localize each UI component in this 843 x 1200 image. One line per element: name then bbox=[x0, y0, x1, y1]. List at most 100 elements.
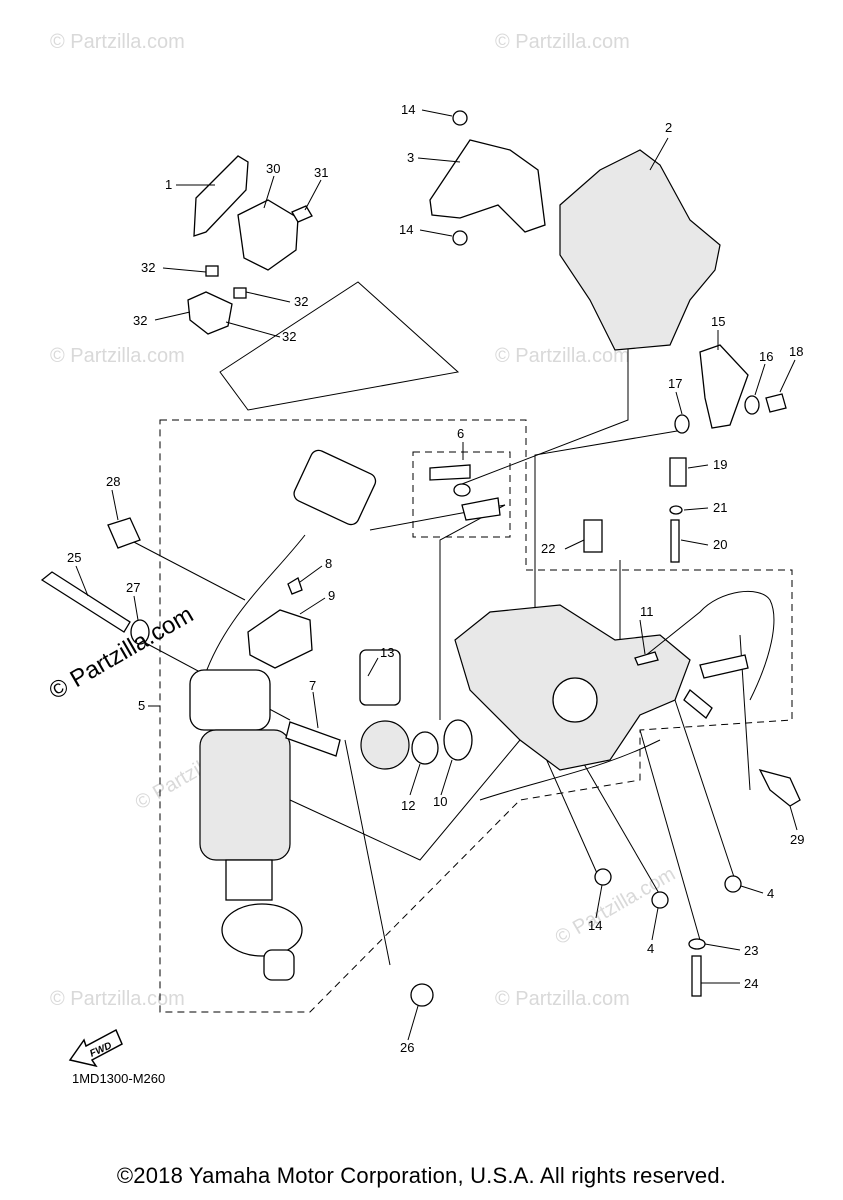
leader-line bbox=[409, 763, 421, 796]
bolt-part-20 bbox=[670, 519, 680, 563]
shock-lower-eye bbox=[263, 949, 295, 981]
fitting-part bbox=[699, 654, 749, 679]
callout-14: 14 bbox=[399, 222, 413, 237]
callout-4: 4 bbox=[647, 941, 654, 956]
fwd-arrow-icon: FWD bbox=[68, 1028, 123, 1068]
callout-26: 26 bbox=[400, 1040, 414, 1055]
diagram-code: 1MD1300-M260 bbox=[72, 1071, 166, 1086]
leader-line bbox=[245, 291, 291, 303]
motor-part-13 bbox=[359, 649, 401, 706]
callout-16: 16 bbox=[759, 349, 773, 364]
collar-part-22 bbox=[583, 519, 603, 553]
leader-line bbox=[440, 759, 453, 796]
callout-5: 5 bbox=[138, 698, 145, 713]
callout-3: 3 bbox=[407, 150, 414, 165]
callout-21: 21 bbox=[713, 500, 727, 515]
hose-line bbox=[479, 739, 661, 801]
seal-part-10 bbox=[443, 719, 473, 761]
callout-27: 27 bbox=[126, 580, 140, 595]
collar-part-19 bbox=[669, 457, 687, 487]
reference-line bbox=[344, 739, 391, 966]
bolt-part-31 bbox=[291, 205, 313, 223]
reservoir-part bbox=[293, 449, 377, 526]
watermark-text: © Partzilla.com bbox=[495, 345, 630, 367]
bolt-part-25 bbox=[40, 571, 131, 633]
leader-line bbox=[683, 507, 709, 511]
bolt-part-18 bbox=[765, 393, 787, 413]
callout-23: 23 bbox=[744, 943, 758, 958]
leader-line bbox=[299, 597, 326, 615]
callout-18: 18 bbox=[789, 344, 803, 359]
callout-28: 28 bbox=[106, 474, 120, 489]
callout-20: 20 bbox=[713, 537, 727, 552]
sensor-kit-outline bbox=[412, 451, 511, 538]
leader-line bbox=[367, 657, 379, 677]
callout-9: 9 bbox=[328, 588, 335, 603]
bracket-part-3 bbox=[429, 139, 546, 233]
shock-body bbox=[199, 729, 291, 861]
watermark-text: © Partzilla.com bbox=[50, 988, 185, 1010]
shock-top-mount bbox=[189, 669, 271, 731]
watermark-text: © Partzilla.com bbox=[495, 988, 630, 1010]
leader-line bbox=[639, 619, 646, 655]
hose-line bbox=[639, 590, 775, 701]
leader-line bbox=[407, 1005, 419, 1041]
copyright-footer: ©2018 Yamaha Motor Corporation, U.S.A. A… bbox=[116, 1163, 727, 1188]
leader-line bbox=[304, 179, 322, 211]
reservoir-hose bbox=[199, 534, 306, 691]
callout-32: 32 bbox=[282, 329, 296, 344]
callout-6: 6 bbox=[457, 426, 464, 441]
parts bbox=[40, 110, 801, 1007]
leader-line bbox=[687, 464, 709, 469]
callout-8: 8 bbox=[325, 556, 332, 571]
callout-14: 14 bbox=[401, 102, 415, 117]
leader-line bbox=[789, 805, 798, 831]
gear-part-12 bbox=[411, 731, 439, 765]
shock-spring bbox=[221, 903, 303, 957]
leader-line bbox=[564, 539, 585, 550]
callout-30: 30 bbox=[266, 161, 280, 176]
reference-lines bbox=[129, 281, 751, 966]
collar-part-16 bbox=[744, 395, 760, 415]
leader-line bbox=[263, 175, 275, 209]
clamp-part-28 bbox=[107, 517, 141, 549]
nut-part-4 bbox=[724, 875, 742, 893]
valve-part-9 bbox=[247, 609, 313, 669]
leader-line bbox=[649, 137, 669, 171]
callout-layer: 1 30 31 32 32 32 32 14 3 14 2 15 16 18 1… bbox=[67, 102, 804, 1055]
leader-line bbox=[651, 907, 659, 941]
watermark-text: © Partzilla.com bbox=[50, 345, 185, 367]
leader-line bbox=[75, 565, 89, 597]
sensor-part-6b bbox=[453, 483, 471, 497]
callout-25: 25 bbox=[67, 550, 81, 565]
callout-7: 7 bbox=[309, 678, 316, 693]
leader-line bbox=[299, 565, 323, 583]
callout-12: 12 bbox=[401, 798, 415, 813]
callout-2: 2 bbox=[665, 120, 672, 135]
callout-15: 15 bbox=[711, 314, 725, 329]
fitting-part-29 bbox=[758, 769, 801, 807]
screw-part-8 bbox=[287, 577, 303, 595]
cover-part-2 bbox=[559, 149, 721, 351]
clip-part-32 bbox=[233, 287, 247, 299]
nut-part-14 bbox=[452, 230, 468, 246]
callout-4: 4 bbox=[767, 886, 774, 901]
leader-line bbox=[225, 321, 281, 338]
watermark-text: © Partzilla.com bbox=[495, 31, 630, 53]
shock-spring-seat bbox=[225, 859, 273, 901]
leader-line bbox=[675, 391, 683, 415]
bracket-part-15 bbox=[699, 344, 749, 429]
sensor-part-6a bbox=[429, 464, 471, 481]
nut-part-26 bbox=[410, 983, 434, 1007]
reference-line bbox=[534, 429, 684, 680]
leader-lines bbox=[75, 109, 798, 1041]
nut-part-14 bbox=[452, 110, 468, 126]
callout-22: 22 bbox=[541, 541, 555, 556]
housing-bearing bbox=[552, 677, 598, 723]
leader-line bbox=[133, 595, 139, 621]
leader-line bbox=[779, 359, 796, 393]
leader-line bbox=[312, 691, 319, 729]
callout-32: 32 bbox=[133, 313, 147, 328]
reference-line bbox=[569, 739, 661, 896]
